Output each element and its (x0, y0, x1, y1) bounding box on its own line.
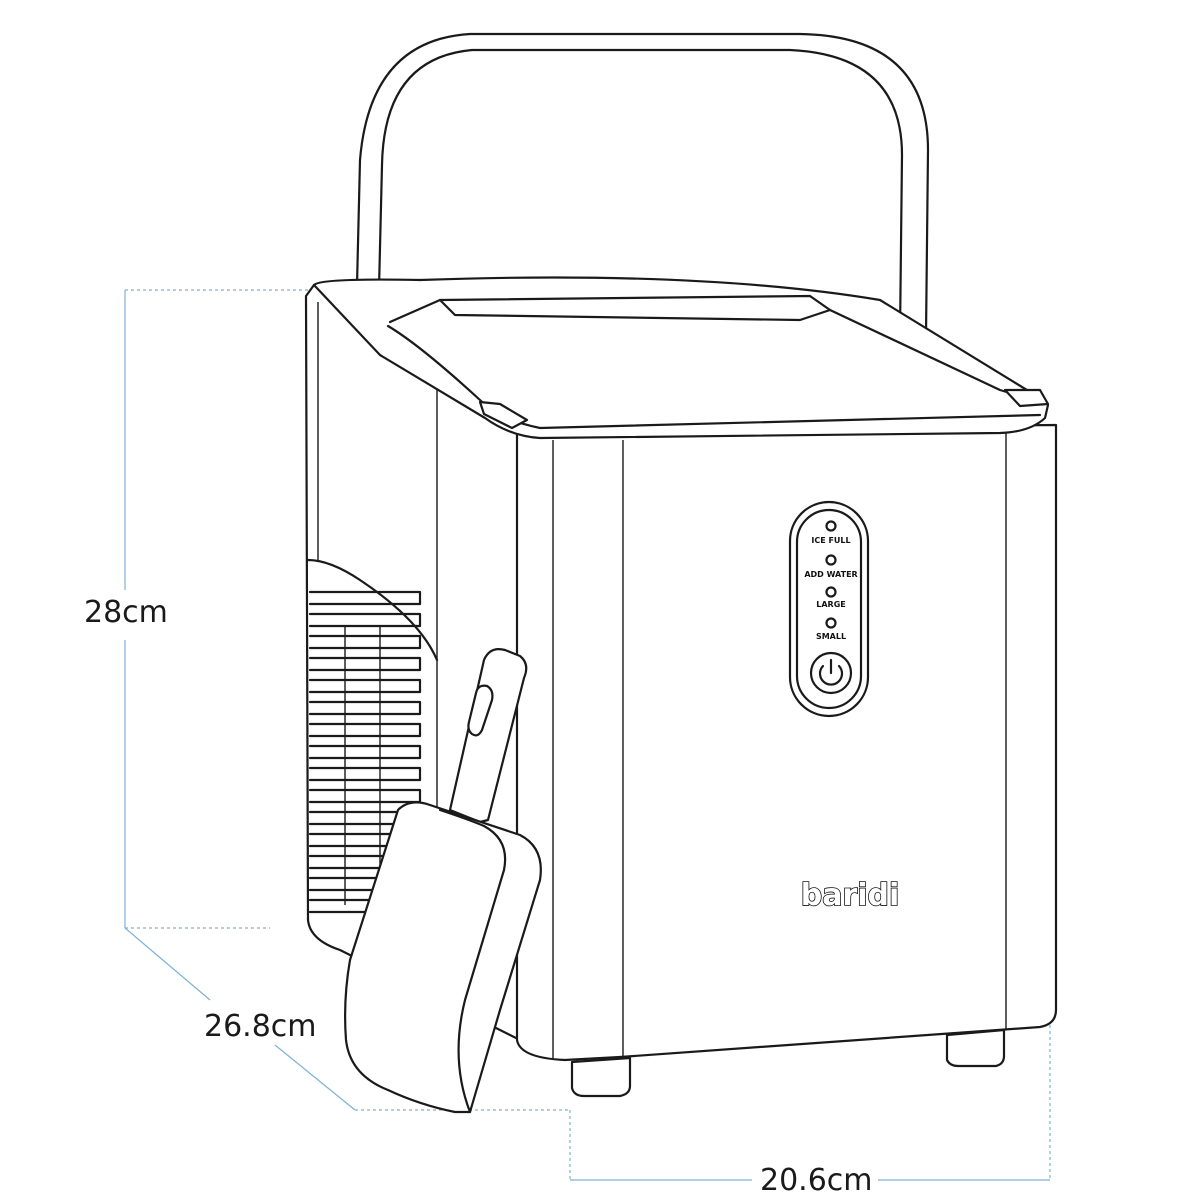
dimension-guides (124, 289, 1051, 1181)
indicator-small-label: SMALL (816, 632, 846, 641)
depth-dimension-label: 26.8cm (204, 1009, 317, 1044)
vent-slat (308, 634, 422, 650)
vent-slat (308, 700, 422, 716)
side-vent (308, 590, 422, 914)
vent-slat (308, 656, 422, 672)
vent-slat (308, 766, 422, 782)
indicator-small: SMALL (816, 617, 846, 641)
vent-slat (308, 678, 422, 694)
machine-body (304, 276, 1058, 1098)
power-icon (818, 658, 844, 686)
indicator-large: LARGE (816, 586, 846, 609)
indicator-ice-full: ICE FULL (811, 520, 851, 545)
control-panel: ICE FULL ADD WATER LARGE SMALL (788, 500, 870, 718)
ice-scoop (344, 648, 542, 1114)
vent-slat (308, 744, 422, 760)
height-dimension-label: 28cm (84, 595, 168, 630)
vent-slat (308, 590, 422, 606)
vent-slat (308, 722, 422, 738)
indicator-large-label: LARGE (816, 600, 845, 609)
indicator-add-water: ADD WATER (804, 554, 858, 579)
power-button[interactable] (809, 651, 853, 695)
vent-slat (308, 612, 422, 628)
vent-slat (308, 788, 422, 804)
width-dimension-label: 20.6cm (760, 1163, 873, 1198)
indicator-add-water-label: ADD WATER (804, 570, 857, 579)
brand-logo: baridi (801, 878, 900, 913)
indicator-ice-full-label: ICE FULL (811, 536, 850, 545)
